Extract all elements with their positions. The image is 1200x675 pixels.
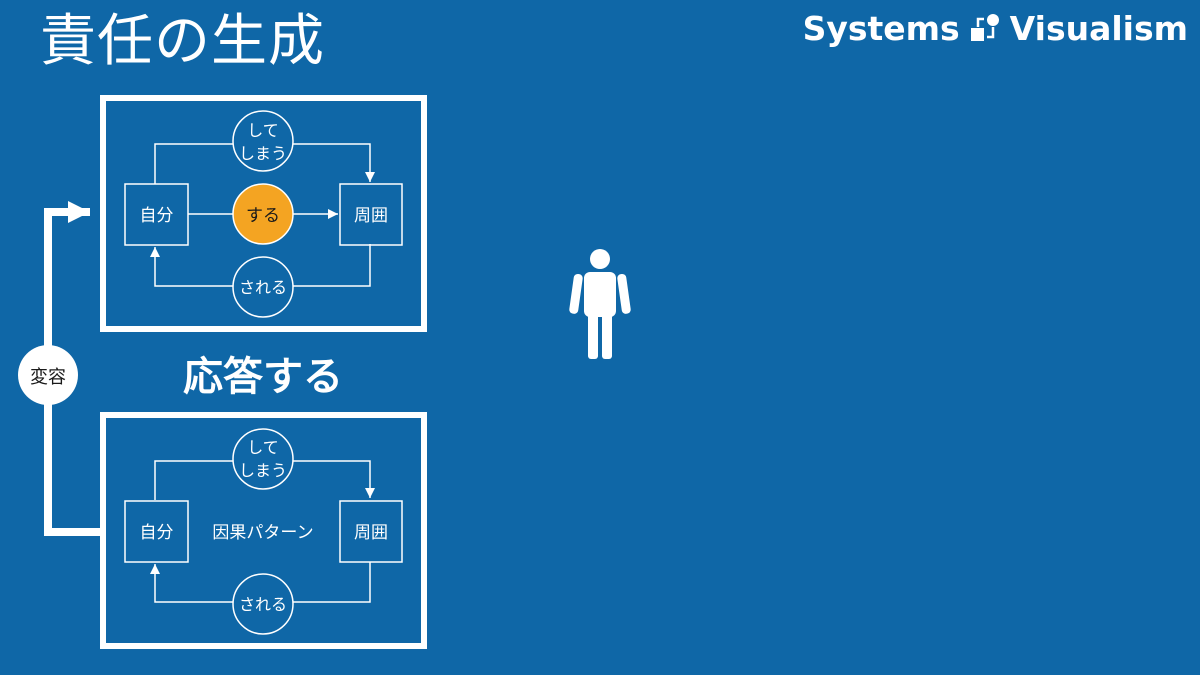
systems-visualism-logo-icon [970, 14, 999, 41]
top-receive-arrow [150, 247, 233, 287]
bottom-surroundings-box [339, 500, 403, 563]
brand-name-visualism: Visualism [1009, 8, 1188, 48]
top-end-up-arrow [293, 143, 375, 182]
bottom-self-label: 自分 [140, 523, 174, 543]
brand-logo: Systems Visualism [803, 8, 1188, 48]
top-receive-line-in [293, 244, 371, 287]
bottom-receive-line-in [293, 562, 371, 603]
top-end-up-label-line1: して [247, 121, 279, 140]
top-receive-node [232, 256, 294, 318]
bottom-end-up-arrow [293, 460, 375, 498]
top-panel-frame [100, 95, 427, 332]
top-receive-label: される [239, 278, 287, 297]
top-panel: 自分 周囲 して しまう する される [100, 95, 427, 332]
bottom-receive-label: される [239, 595, 287, 614]
transform-node [18, 345, 78, 405]
bottom-end-up-line-in [154, 460, 233, 500]
causal-pattern-label: 因果パターン [212, 523, 313, 543]
top-end-up-line-in [154, 143, 233, 184]
respond-label: 応答する [183, 354, 343, 400]
brand-name-systems: Systems [802, 8, 960, 48]
bottom-self-box [124, 500, 189, 563]
bottom-panel-frame [100, 412, 427, 649]
transform-label: 変容 [30, 367, 66, 388]
person-icon [569, 249, 631, 359]
top-surroundings-label: 周囲 [354, 206, 388, 226]
bottom-panel: 自分 周囲 因果パターン して しまう される [100, 412, 427, 649]
bottom-end-up-label-line1: して [247, 438, 279, 457]
top-do-node [232, 183, 294, 245]
top-end-up-label-line2: しまう [239, 144, 287, 163]
top-do-label: する [246, 206, 280, 226]
bottom-surroundings-label: 周囲 [354, 523, 388, 543]
top-end-up-node [232, 110, 294, 172]
page-title: 責任の生成 [40, 9, 325, 74]
bottom-end-up-label-line2: しまう [239, 461, 287, 480]
top-self-label: 自分 [140, 206, 174, 226]
bottom-receive-arrow [150, 564, 233, 603]
bottom-receive-node [232, 573, 294, 635]
top-surroundings-box [339, 183, 403, 246]
bottom-end-up-node [232, 428, 294, 490]
top-self-box [124, 183, 189, 246]
